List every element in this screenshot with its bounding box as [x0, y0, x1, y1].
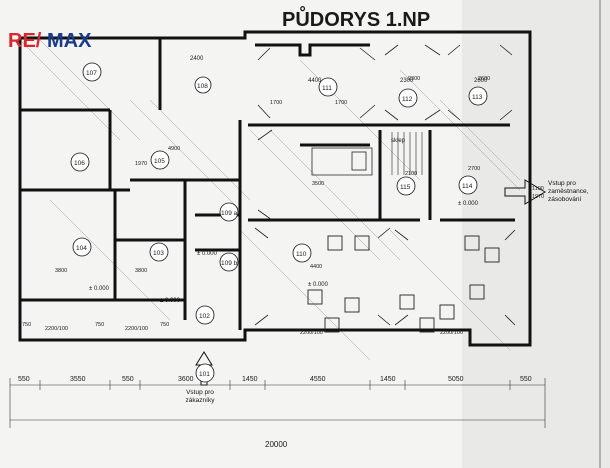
vault-lines	[254, 44, 516, 326]
dim-top-0: 2400	[190, 56, 204, 62]
dining-furniture	[307, 235, 500, 333]
dim-misc-11: 750	[22, 322, 31, 328]
level-mark-2: ± 0.000	[160, 298, 181, 304]
level-mark-3: ± 0.000	[308, 282, 329, 288]
room-label-113: 113	[472, 94, 483, 101]
room-label-105: 105	[154, 158, 165, 165]
room-label-101: 101	[199, 371, 210, 378]
room-label-102: 102	[199, 313, 210, 320]
dim-top-1: 4400	[308, 78, 322, 84]
dim-bottom-5: 4550	[310, 376, 326, 383]
room-label-107: 107	[86, 70, 97, 77]
room-label-109b: 109 b	[221, 260, 238, 267]
room-label-110: 110	[296, 251, 307, 258]
room-labels: 107 108 106 105 104 103 109 a 109 b 102 …	[74, 70, 483, 378]
logo: RE/ MAX	[8, 30, 92, 52]
staff-entrance-arrow	[504, 179, 546, 205]
dim-bottom-8: 550	[520, 376, 532, 383]
logo-blue-part: MAX	[47, 30, 92, 52]
dim-misc-9: 1700	[270, 100, 282, 106]
room-label-106: 106	[74, 160, 85, 167]
dim-misc-4: 4400	[310, 264, 322, 270]
dim-misc-1: 3800	[55, 268, 67, 274]
top-dimensions: 2400 4400 2300 2600	[190, 56, 488, 84]
dim-misc-7: 2700	[468, 166, 480, 172]
dim-top-3: 2600	[474, 78, 488, 84]
dim-misc-3: 3500	[312, 181, 324, 187]
dim-bottom-2: 550	[122, 376, 134, 383]
dim-misc-2: 3800	[135, 268, 147, 274]
interior-dimensions: 4900 3800 3800 3500 4400 2100 2300 2700 …	[22, 76, 544, 336]
dim-misc-6: 2300	[408, 76, 420, 82]
room-label-114: 114	[462, 183, 473, 190]
page-title: PŮDORYS 1.NP	[282, 5, 430, 31]
room-label-111: 111	[322, 85, 332, 92]
room-label-108: 108	[197, 83, 208, 90]
dim-bottom-0: 550	[18, 376, 30, 383]
staff-entrance-label: Vstup pro zaměstnance, zásobování	[548, 180, 589, 203]
dim-bottom-7: 5050	[448, 376, 464, 383]
dim-bottom-6: 1450	[380, 376, 396, 383]
room-label-103: 103	[153, 250, 164, 257]
customer-entrance-label: Vstup pro zákazníky	[185, 389, 215, 404]
dim-misc-20: 2200/100	[440, 330, 463, 336]
level-mark-1: ± 0.000	[89, 286, 110, 292]
room-markers	[70, 62, 488, 383]
annotations: sklep ± 0.000 ± 0.000 ± 0.000 ± 0.000 ± …	[89, 138, 479, 304]
dim-misc-0: 4900	[168, 146, 180, 152]
dim-misc-8: 2600	[478, 76, 490, 82]
dim-misc-14: 1970	[135, 161, 147, 167]
dim-misc-12: 750	[95, 322, 104, 328]
dim-misc-15: 1100	[532, 186, 544, 192]
dim-misc-17: 2200/100	[45, 326, 68, 332]
dim-misc-18: 2200/100	[125, 326, 148, 332]
hatching	[19, 39, 521, 361]
dim-misc-10: 1700	[335, 100, 347, 106]
outer-walls	[18, 30, 532, 347]
dim-bottom-1: 3550	[70, 376, 86, 383]
room-label-109a: 109 a	[221, 210, 238, 217]
dimension-lines	[9, 0, 601, 468]
dim-bottom-3: 3600	[178, 376, 194, 383]
logo-red-part: RE/	[8, 30, 42, 52]
kitchen-counter	[311, 147, 373, 176]
bottom-dimensions: 550 3550 550 3600 1450 4550 1450 5050 55…	[18, 376, 532, 449]
dim-misc-16: 1970	[532, 194, 544, 200]
level-mark-4: ± 0.000	[458, 201, 479, 207]
stairs-label: sklep	[391, 138, 406, 144]
staircase	[391, 132, 423, 175]
dim-misc-19: 2200/100	[300, 330, 323, 336]
level-mark-5: ± 0.000	[197, 251, 218, 257]
dim-top-2: 2300	[400, 78, 414, 84]
room-label-112: 112	[402, 96, 413, 103]
dim-bottom-4: 1450	[242, 376, 258, 383]
room-label-104: 104	[76, 245, 87, 252]
dim-misc-13: 750	[160, 322, 169, 328]
dim-misc-5: 2100	[405, 171, 417, 177]
interior-walls	[20, 38, 515, 330]
dim-total: 20000	[265, 440, 288, 449]
room-label-115: 115	[400, 184, 411, 191]
